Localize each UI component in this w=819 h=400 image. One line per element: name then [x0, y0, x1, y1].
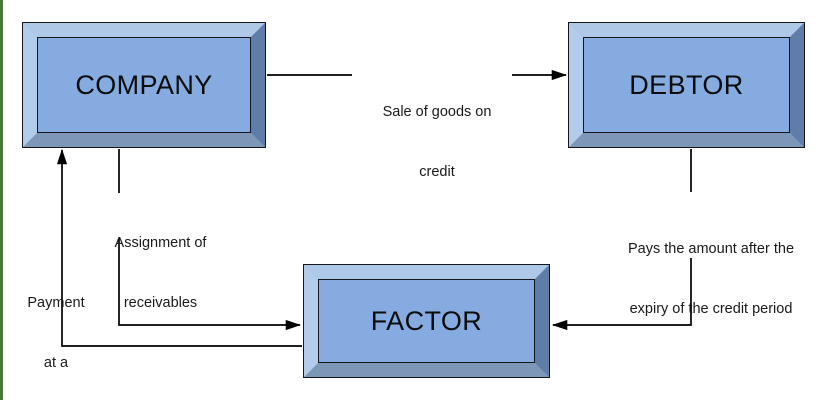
- edge-label-line: Payment: [27, 295, 85, 311]
- bevel-bottom: [569, 133, 804, 147]
- node-company[interactable]: COMPANY: [22, 22, 266, 148]
- edge-label-line: credit: [419, 164, 455, 180]
- bevel-top: [569, 23, 804, 37]
- bevel-right: [251, 23, 265, 147]
- edge-label-line: at a: [43, 355, 69, 371]
- node-label-factor: FACTOR: [370, 305, 483, 336]
- edge-label-assignment-of-receivables: Assignment of receivables: [78, 193, 243, 353]
- edge-label-line: Sale of goods on: [382, 104, 492, 120]
- bevel-bottom: [304, 363, 549, 377]
- node-label-debtor: DEBTOR: [629, 69, 744, 100]
- bevel-left: [304, 265, 318, 377]
- bevel-right: [535, 265, 549, 377]
- edge-label-pays-after-credit-period: Pays the amount after the expiry of the …: [605, 199, 817, 359]
- node-factor[interactable]: FACTOR: [303, 264, 550, 378]
- bevel-left: [569, 23, 583, 147]
- connector-assignment-of-receivables: [118, 149, 302, 331]
- node-label-company: COMPANY: [75, 69, 213, 100]
- edge-label-line: Assignment of: [114, 235, 207, 251]
- bevel-top: [304, 265, 549, 279]
- bevel-bottom: [23, 133, 265, 147]
- connector-pays-after-credit-period: [551, 149, 692, 331]
- edge-label-sale-of-goods: Sale of goods on credit: [362, 62, 512, 222]
- bevel-right: [790, 23, 804, 147]
- edge-label-line: receivables: [123, 295, 198, 311]
- node-debtor[interactable]: DEBTOR: [568, 22, 805, 148]
- connector-payment-at-a-discount: [56, 148, 302, 347]
- bevel-left: [23, 23, 37, 147]
- edge-label-line: Pays the amount after the: [627, 241, 795, 257]
- left-edge-strip: [0, 0, 3, 400]
- edge-label-line: expiry of the credit period: [629, 301, 793, 317]
- bevel-top: [23, 23, 265, 37]
- edge-label-payment-at-a-discount: Payment at a discount: [10, 253, 102, 400]
